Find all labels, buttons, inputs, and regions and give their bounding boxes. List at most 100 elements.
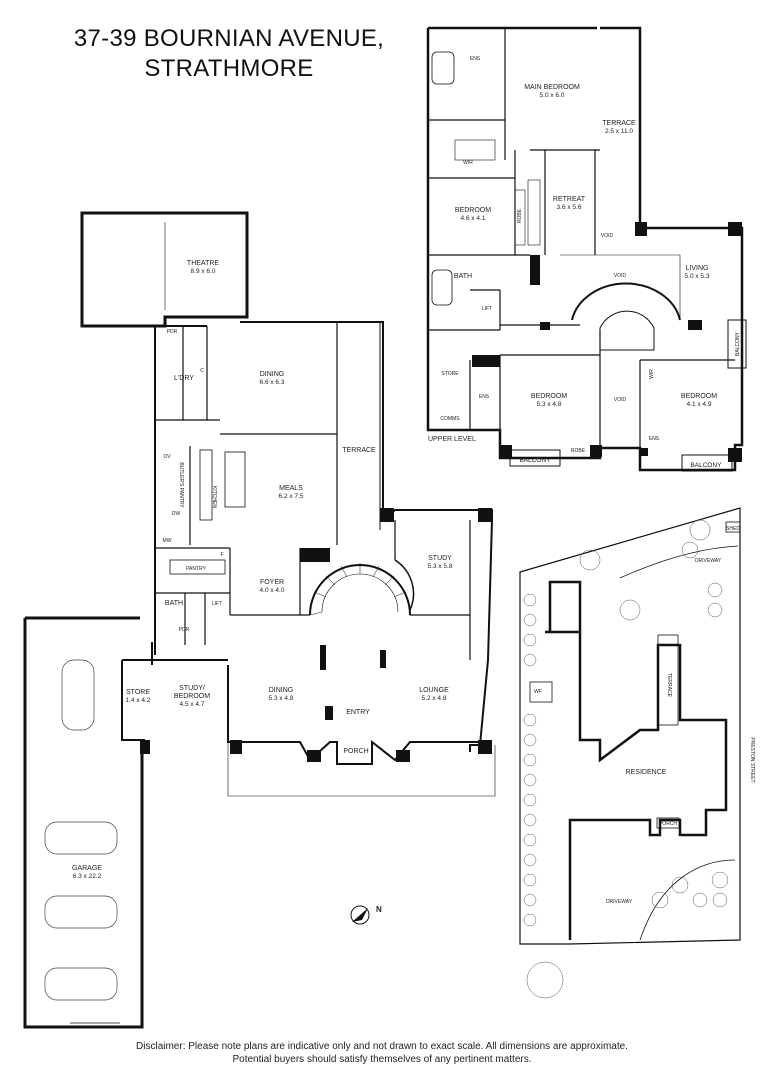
upper-staircase [571,282,681,321]
bathtub-upper [431,269,453,306]
label-dining-lower: DINING [269,687,294,694]
stair-inner [321,573,399,613]
label-ens-2: ENS [479,394,490,400]
site-wf [529,681,553,703]
label-void-1: VOID [601,233,614,239]
label-living: LIVING [686,265,709,272]
balcony-2 [681,454,733,472]
dim-study: 5.3 x 5.8 [428,563,453,570]
dim-dining-upper: 6.6 x 6.3 [260,379,285,386]
bathtub-main [431,51,455,85]
title-line-2: STRATHMORE [144,55,314,82]
dim-retreat: 3.6 x 5.6 [557,204,582,211]
upper-inner-walls [428,28,735,448]
compass: N [350,905,382,925]
label-entry: ENTRY [346,709,370,716]
dim-bedroom-b: 5.3 x 4.8 [537,401,562,408]
label-porch: PORCH [343,748,368,755]
dim-meals: 6.2 x 7.5 [279,493,304,500]
site-terrace [657,634,679,726]
label-wir: WIR [463,160,473,166]
label-bedroom-a: BEDROOM [455,207,491,214]
label-kitchen: KITCHEN [211,486,217,508]
inner-walls [155,322,471,742]
label-f: F [220,552,223,558]
label-ens: ENS [470,56,481,62]
label-wir-2: WIR [649,369,655,379]
site-labels: RESIDENCE TERRACE DRIVEWAY DRIVEWAY PRES… [534,526,755,905]
garage-cars [44,659,118,1001]
robe-right [527,179,541,246]
label-bedroom-c: BEDROOM [681,393,717,400]
title-line-1: 37-39 BOURNIAN AVENUE, [73,25,385,52]
site-shed [725,521,741,533]
label-theatre: THEATRE [187,260,219,267]
site-driveway-top: DRIVEWAY [695,558,722,564]
site-trees [523,519,729,999]
property-title: 37-39 BOURNIAN AVENUE, STRATHMORE [64,24,394,84]
label-balcony-1: BALCONY [519,457,551,464]
kitchen-bench [199,449,213,521]
garage-walls [23,616,144,1029]
label-butlers-pantry: BUTLER'S PANTRY [178,462,184,508]
label-balcony-3: BALCONY [735,331,741,356]
dim-terrace-upper: 2.5 x 11.0 [605,128,633,135]
site-street: PRESTON STREET [749,737,755,782]
label-void-2: VOID [614,273,627,279]
floor-plan: N THEATRE 8.9 x 6.0 DINING 6.6 x 6.3 MEA… [23,26,755,1029]
disclaimer: Disclaimer: Please note plans are indica… [0,1040,764,1066]
driveway-top [619,545,739,579]
dim-living: 5.0 x 5.3 [685,273,710,280]
label-dining-upper: DINING [260,371,285,378]
label-store-upper: STORE [441,371,459,377]
driveway-curve [639,859,736,941]
upper-labels: UPPER LEVEL MAIN BEDROOM 5.0 x 6.0 TERRA… [428,56,741,469]
dim-main-bedroom: 5.0 x 6.0 [540,92,565,99]
robe-left [514,189,526,246]
terrace-outline [337,321,381,530]
upper-level-label: UPPER LEVEL [428,436,476,443]
dim-dining-lower: 5.3 x 4.8 [269,695,294,702]
dim-study-bedroom: 4.5 x 4.7 [180,701,205,708]
site-shed-label: SHED [726,526,740,532]
dim-theatre: 8.9 x 6.0 [191,268,216,275]
label-dw: DW [172,511,181,517]
site-terrace-label: TERRACE [666,673,672,698]
label-study-bedroom-2: BEDROOM [174,693,210,700]
label-lift: LIFT [212,601,222,607]
site-plan [519,507,741,999]
label-bedroom-b: BEDROOM [531,393,567,400]
ground-labels: THEATRE 8.9 x 6.0 DINING 6.6 x 6.3 MEALS… [72,260,453,880]
car-4 [44,967,118,1001]
label-terrace: TERRACE [342,447,376,454]
upper-columns [472,222,742,462]
car-2 [44,821,118,855]
label-robe: ROBE [517,208,523,223]
car-1 [61,659,95,731]
label-ens-3: ENS [649,436,660,442]
upper-stair-inner [599,310,655,351]
kitchen-island [224,451,246,508]
study-bay [394,559,415,611]
site-porch-label: PORCH [659,821,677,827]
label-store: STORE [126,689,150,696]
car-3 [44,895,118,929]
label-robe-2: ROBE [571,448,586,454]
label-void-3: VOID [614,397,627,403]
disclaimer-line-2: Potential buyers should satisfy themselv… [232,1054,532,1065]
label-ldry: L'DRY [174,375,194,382]
compass-arrow-icon [352,908,368,922]
label-pdr: PDR [167,329,178,335]
label-study: STUDY [428,555,452,562]
site-wf-label: WF [534,689,542,695]
label-pdr-2: PDR [179,627,190,633]
compass-circle-icon [350,905,370,925]
label-comms: COMMS [440,416,460,422]
site-residence: RESIDENCE [626,769,667,776]
label-lounge: LOUNGE [419,687,449,694]
label-garage: GARAGE [72,865,102,872]
label-main-bedroom: MAIN BEDROOM [524,84,580,91]
label-mw: MW [163,538,172,544]
compass-north: N [376,905,382,914]
pantry-bench [169,559,226,575]
